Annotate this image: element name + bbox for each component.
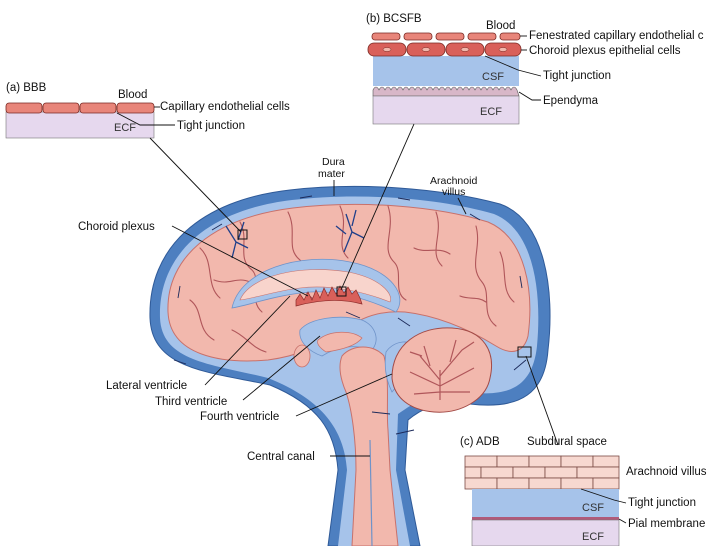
dural-vessels (225, 209, 365, 259)
panel-bbb-capillary-label: Capillary endothelial cells (160, 101, 290, 113)
arachnoid-cell (464, 455, 498, 468)
panel-bbb-title: (a) BBB (6, 82, 47, 94)
panel-bbb: (a) BBB Blood ECF Capillary endothelial … (5, 82, 290, 233)
arachnoid-cell (528, 455, 562, 468)
adb-ecf-layer (471, 519, 620, 546)
bbb-endothelial-cell (5, 102, 43, 114)
bbb-endothelial-cell (79, 102, 117, 114)
brain-section (149, 186, 551, 546)
arachnoid-label-line2: villus (442, 186, 465, 198)
choroid-plexus-label: Choroid plexus (78, 221, 155, 233)
adb-focus-box (517, 346, 532, 358)
adb-pial-leader (618, 518, 627, 524)
panel-adb-tight-junction-label: Tight junction (628, 497, 696, 509)
nucleus (421, 47, 431, 52)
panel-bcsfb: (b) BCSFB Blood CSF ECF Fenestrated capi… (340, 13, 704, 291)
panel-adb-title: (c) ADB (460, 436, 500, 448)
arachnoid-cell (512, 466, 546, 479)
panel-bbb-ecf-label: ECF (114, 122, 136, 134)
arachnoid-cell (560, 455, 594, 468)
third-ventricle-label: Third ventricle (155, 396, 227, 408)
arachnoid-leader (457, 197, 467, 215)
adb-to-brain-leader (525, 355, 559, 446)
fenestrated-cell (371, 32, 401, 41)
arachnoid-cell (464, 466, 482, 479)
panel-bcsfb-fenestrated-label: Fenestrated capillary endothelial c (529, 30, 704, 42)
arachnoid-cell (496, 477, 530, 490)
bbb-endothelial-cell (42, 102, 80, 114)
panel-adb-pial-label: Pial membrane (628, 518, 705, 530)
cerebellum (391, 327, 492, 413)
pial-membrane-line (472, 517, 619, 520)
arachnoid-cell (496, 455, 530, 468)
panel-adb: (c) ADB Subdural space CSF ECF Arachnoid… (460, 355, 707, 546)
arachnoid-cell-rows (464, 455, 620, 490)
fenestrated-cell (403, 32, 433, 41)
bbb-focus-box (237, 229, 248, 240)
fenestrated-cell (467, 32, 497, 41)
arachnoid-cell (592, 477, 620, 490)
dura-mater-label-line2: mater (318, 168, 345, 180)
arachnoid-cell (544, 466, 578, 479)
third-ventricle-leader (242, 335, 321, 401)
lateral-ventricle-label: Lateral ventricle (106, 380, 187, 392)
panel-bcsfb-tight-junction-label: Tight junction (543, 70, 611, 82)
panel-bbb-blood-label: Blood (118, 89, 147, 101)
nucleus (498, 47, 508, 52)
arachnoid-cell (528, 477, 562, 490)
pituitary (293, 344, 311, 368)
fourth-ventricle-leader (295, 373, 393, 417)
arachnoid-cell (480, 466, 514, 479)
panel-adb-subdural-label: Subdural space (527, 436, 607, 448)
panel-bcsfb-blood-label: Blood (486, 20, 515, 32)
nucleus (382, 47, 392, 52)
bbb-to-brain-leader (149, 137, 242, 233)
panel-bcsfb-csf-label: CSF (482, 71, 504, 83)
fenestrated-cell (499, 32, 521, 41)
nucleus (460, 47, 470, 52)
adb-tight-junction-leader (580, 488, 627, 504)
panel-adb-arachnoid-villus-label: Arachnoid villus (626, 466, 707, 478)
lateral-ventricle-leader (204, 295, 291, 386)
arachnoid-cell (560, 477, 594, 490)
central-canal-label: Central canal (247, 451, 315, 463)
ependyma-layer (372, 86, 520, 97)
corpus-callosum (239, 269, 391, 303)
panel-bcsfb-choroid-epithelial-label: Choroid plexus epithelial cells (529, 45, 681, 57)
arachnoid-cell (576, 466, 620, 479)
arachnoid-label-line1: Arachnoid (430, 175, 477, 187)
panel-bbb-tight-junction-label: Tight junction (177, 120, 245, 132)
bcsfb-to-brain-leader (340, 123, 415, 291)
bcsfb-tight-junction-leader (484, 55, 542, 77)
choroid-epithelial-row (367, 42, 522, 57)
thalamus (317, 331, 363, 353)
cerebellum-arbor (409, 339, 475, 400)
bbb-endothelial-cell (116, 102, 155, 114)
arachnoid-cell (592, 455, 620, 468)
bbb-tight-junction-leader (116, 112, 175, 126)
bcsfb-ependyma-leader (518, 91, 541, 101)
panel-bcsfb-ecf-label: ECF (480, 106, 502, 118)
panel-adb-csf-label: CSF (582, 502, 604, 514)
fenestrated-cell (435, 32, 465, 41)
fourth-ventricle-label: Fourth ventricle (200, 411, 279, 423)
panel-bcsfb-title: (b) BCSFB (366, 13, 422, 25)
brainstem (339, 346, 399, 546)
panel-adb-ecf-label: ECF (582, 531, 604, 543)
bcsfb-ecf-layer (372, 95, 520, 125)
arachnoid-cell (464, 477, 498, 490)
choroid-plexus-leader (171, 225, 309, 297)
csf-flow-arrows (173, 195, 527, 435)
bcsfb-focus-box (336, 286, 347, 297)
brain-labels: Dura mater Arachnoid villus Choroid plex… (78, 156, 477, 463)
bcsfb-csf-layer (373, 56, 519, 86)
dura-mater-label-line1: Dura (322, 156, 345, 168)
gyri-folds (189, 205, 515, 353)
panel-bcsfb-ependyma-label: Ependyma (543, 95, 599, 107)
central-canal-line (369, 439, 373, 546)
